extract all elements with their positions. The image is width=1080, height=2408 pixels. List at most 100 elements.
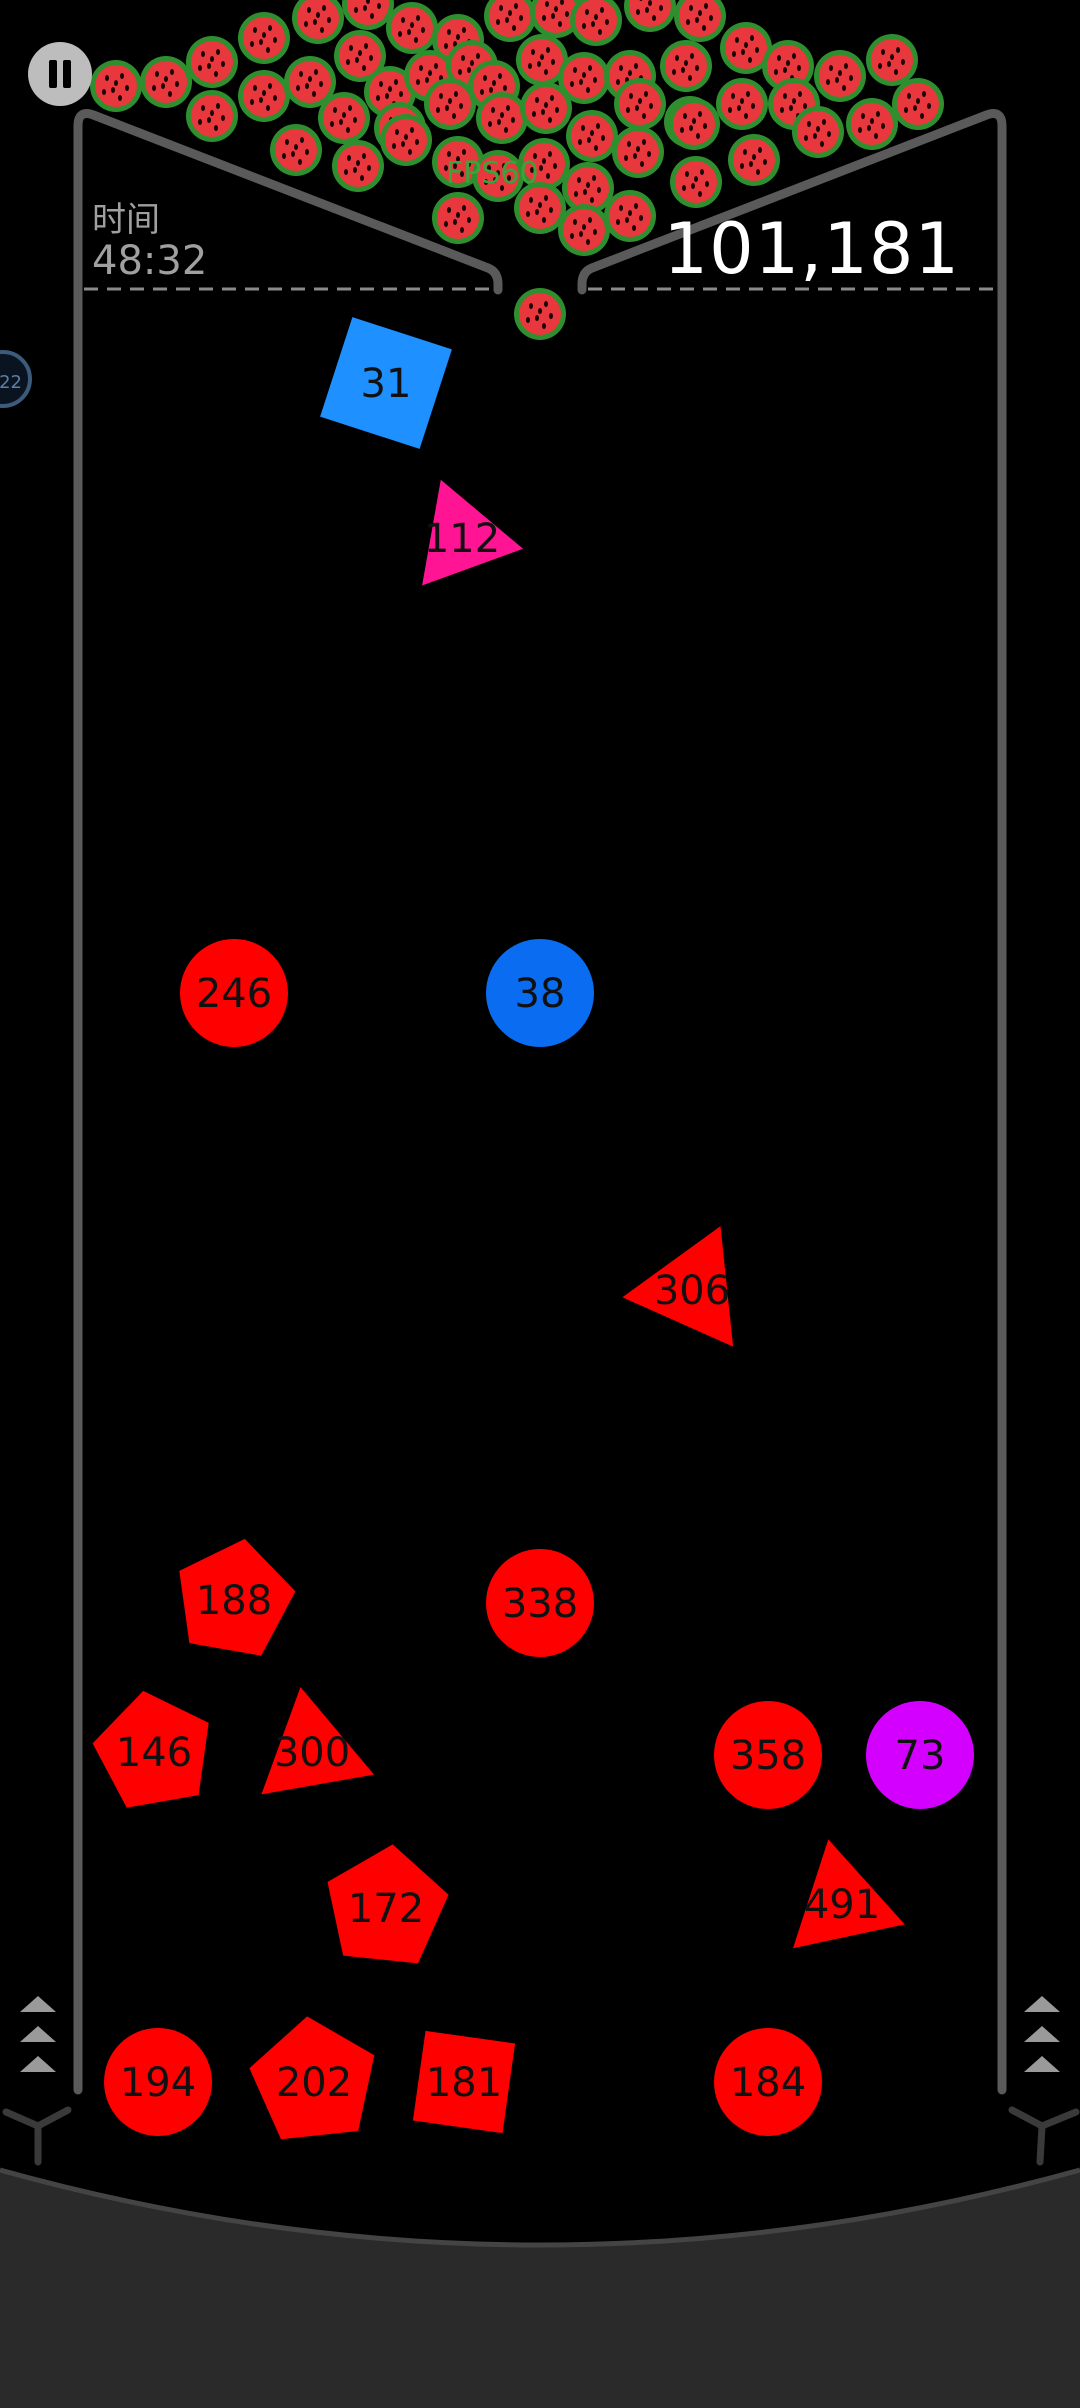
circle-shape xyxy=(714,2028,822,2136)
watermelon-ball-icon xyxy=(186,36,238,88)
watermelon-ball-icon xyxy=(238,70,290,122)
floor xyxy=(0,2170,1080,2408)
arrows-up-icon xyxy=(20,1996,1060,2072)
watermelon-ball-icon xyxy=(624,0,676,32)
time-label: 时间 xyxy=(92,200,160,240)
shape-block-circle: 194 xyxy=(104,2028,212,2136)
watermelon-ball-icon xyxy=(670,156,722,208)
shape-block-square: 181 xyxy=(412,2030,516,2134)
shape-block-pentagon: 172 xyxy=(327,1844,449,1964)
pause-button[interactable] xyxy=(28,42,92,106)
container-walls xyxy=(73,109,1007,2095)
pentagon-shape xyxy=(179,1538,296,1656)
block-hit-count: 31 xyxy=(361,361,412,407)
watermelon-ball-icon xyxy=(716,78,768,130)
watermelon-ball-icon xyxy=(814,50,866,102)
circle-shape xyxy=(486,1549,594,1657)
triangle-shape xyxy=(622,1226,734,1347)
watermelon-ball-icon xyxy=(186,90,238,142)
shape-block-triangle: 491 xyxy=(793,1839,905,1949)
block-hit-count: 146 xyxy=(116,1730,192,1776)
shape-block-circle: 73 xyxy=(866,1701,974,1809)
triangle-shape xyxy=(793,1839,905,1949)
blocks-layer: 31 112 246 38 306 188 338 146 300 358 73 172 491 194 2… xyxy=(92,317,974,2140)
watermelon-ball-icon xyxy=(614,78,666,130)
watermelon-ball-icon xyxy=(140,56,192,108)
watermelon-ball-icon xyxy=(558,204,610,256)
block-hit-count: 38 xyxy=(515,971,566,1017)
watermelon-ball-icon xyxy=(846,98,898,150)
watermelon-ball-icon xyxy=(432,192,484,244)
block-hit-count: 300 xyxy=(274,1730,350,1776)
shape-block-pentagon: 146 xyxy=(92,1690,209,1808)
time-value: 48:32 xyxy=(92,238,208,284)
watermelon-ball-icon xyxy=(318,92,370,144)
pentagon-shape xyxy=(249,2016,375,2140)
pentagon-shape xyxy=(92,1690,209,1808)
block-hit-count: 202 xyxy=(276,2060,352,2106)
block-hit-count: 194 xyxy=(120,2060,196,2106)
watermelon-ball-icon xyxy=(668,98,720,150)
watermelon-ball-icon xyxy=(386,2,438,54)
block-hit-count: 306 xyxy=(654,1268,730,1314)
watermelon-ball-icon xyxy=(728,134,780,186)
watermelon-ball-icon xyxy=(612,126,664,178)
circle-shape xyxy=(486,939,594,1047)
shape-block-pentagon: 202 xyxy=(249,2016,375,2140)
block-hit-count: 338 xyxy=(502,1581,578,1627)
watermelon-ball-icon xyxy=(792,106,844,158)
watermelon-ball-icon xyxy=(292,0,344,44)
score: 101,181 xyxy=(663,208,960,290)
shape-block-triangle: 306 xyxy=(622,1226,734,1347)
shape-block-triangle: 112 xyxy=(422,479,524,586)
watermelon-ball-icon xyxy=(520,82,572,134)
block-hit-count: 246 xyxy=(196,971,272,1017)
watermelon-ball-icon xyxy=(90,60,142,112)
side-token[interactable]: 22 xyxy=(0,350,32,408)
watermelon-ball-icon xyxy=(866,34,918,86)
flipper-icon xyxy=(2,2106,1080,2166)
triangle-shape xyxy=(261,1687,374,1795)
shape-block-square: 31 xyxy=(320,317,452,449)
block-hit-count: 358 xyxy=(730,1733,806,1779)
watermelon-ball-icon xyxy=(476,92,528,144)
circle-shape xyxy=(180,939,288,1047)
block-hit-count: 188 xyxy=(196,1578,272,1624)
square-shape xyxy=(412,2030,516,2134)
watermelon-ball-icon xyxy=(238,12,290,64)
watermelon-ball-icon xyxy=(892,78,944,130)
watermelon-ball-icon xyxy=(424,78,476,130)
square-shape xyxy=(320,317,452,449)
shape-block-circle: 246 xyxy=(180,939,288,1047)
block-hit-count: 491 xyxy=(804,1882,880,1928)
watermelon-ball-icon xyxy=(380,114,432,166)
block-hit-count: 73 xyxy=(895,1733,946,1779)
triangle-shape xyxy=(422,479,524,586)
watermelon-ball-icon xyxy=(332,140,384,192)
watermelon-ball-icon xyxy=(660,40,712,92)
circle-shape xyxy=(866,1701,974,1809)
watermelon-ball-icon xyxy=(484,0,536,42)
watermelon-ball-icon xyxy=(674,0,726,42)
watermelon-ball-icon xyxy=(604,190,656,242)
block-hit-count: 112 xyxy=(424,516,500,562)
block-hit-count: 184 xyxy=(730,2060,806,2106)
watermelon-ball-icon xyxy=(514,288,566,340)
shape-block-circle: 338 xyxy=(486,1549,594,1657)
watermelon-ball-icon xyxy=(570,0,622,46)
shape-block-triangle: 300 xyxy=(261,1687,374,1795)
watermelon-ball-icon xyxy=(566,110,618,162)
fps-counter: FPS60 xyxy=(446,156,539,191)
shape-block-circle: 38 xyxy=(486,939,594,1047)
floor-edge xyxy=(0,2167,1080,2248)
watermelon-ball-icon xyxy=(270,124,322,176)
shape-block-circle: 184 xyxy=(714,2028,822,2136)
circle-shape xyxy=(104,2028,212,2136)
circle-shape xyxy=(714,1701,822,1809)
shape-block-circle: 358 xyxy=(714,1701,822,1809)
pentagon-shape xyxy=(327,1844,449,1964)
block-hit-count: 181 xyxy=(426,2060,502,2106)
shape-block-pentagon: 188 xyxy=(179,1538,296,1656)
block-hit-count: 172 xyxy=(348,1886,424,1932)
